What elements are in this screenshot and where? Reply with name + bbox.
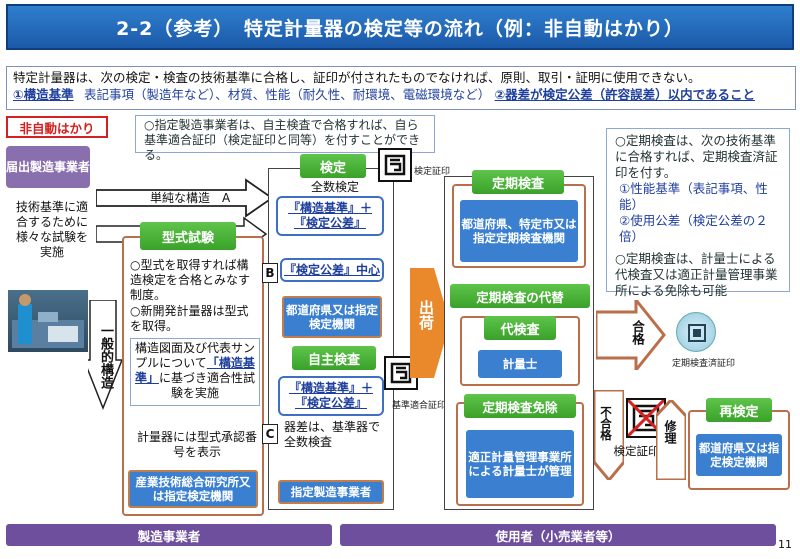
exempt-label: 定期検査免除 <box>464 394 576 418</box>
type-test-structure-standard: 「構造基準」 <box>134 356 255 385</box>
maker-bar: 製造事業者 <box>6 524 332 546</box>
right-note-p3: ②使用公差（検定公差の２倍） <box>619 213 768 244</box>
type-test-p4: 計量器には型式承認番号を表示 <box>136 430 257 459</box>
right-note-p2: ①性能基準（表記事項、性能） <box>619 181 768 212</box>
right-note-p1: ○定期検査は、次の技術基準に合格すれば、定期検査済証印を付す。 <box>615 133 778 180</box>
user-bar: 使用者（小売業者等） <box>340 524 776 546</box>
shipping-label: 出荷 <box>417 300 435 330</box>
verification-org: 都道府県又は指定検定機関 <box>282 296 382 338</box>
periodic-substitute-label: 定期検査の代替 <box>450 284 590 308</box>
self-inspection-stamp-icon <box>390 362 412 384</box>
general-structure-label: 一般的構造 <box>98 324 113 389</box>
intro-requirements: 表記事項（製造年など）、材質、性能（耐久性、耐環境、電磁環境など） <box>83 87 491 102</box>
self-inspection-req-box: 『構造基準』＋ 『検定公差』 <box>278 376 384 416</box>
fail-arrow <box>594 390 624 480</box>
self-inspection-req1: 『構造基準』＋ <box>288 381 373 395</box>
reinspection-org: 都道府県又は指定検定機関 <box>696 434 782 476</box>
self-inspection-org: 指定製造事業者 <box>278 480 384 504</box>
right-note: ○定期検査は、次の技術基準に合格すれば、定期検査済証印を付す。 ①性能基準（表記… <box>606 128 790 298</box>
periodic-label: 定期検査 <box>472 170 564 194</box>
verification-label: 検定 <box>300 154 366 178</box>
pass-label: 合格 <box>630 320 645 345</box>
page-number: 11 <box>778 538 792 551</box>
left-description: 技術基準に適合するために様々な試験を実施 <box>15 200 88 259</box>
verification-b-box: 『検定公差』中心 <box>280 258 384 282</box>
general-structure-arrow <box>88 300 122 410</box>
intro-line2: ①構造基準 表記事項（製造年など）、材質、性能（耐久性、耐環境、電磁環境など） … <box>13 86 789 103</box>
verification-stamp <box>378 148 412 182</box>
proxy-label: 代検査 <box>484 316 556 340</box>
intro-structure-standard: ①構造基準 <box>13 87 74 102</box>
exempt-org: 適正計量管理事業所による計量士が管理 <box>466 430 574 498</box>
fail-label: 不合格 <box>599 406 613 441</box>
designated-note: ○指定製造事業者は、自主検査で合格すれば、自ら基準適合証印（検定証印と同等）を付… <box>135 115 435 162</box>
intro-line1: 特定計量器は、次の検定・検査の技術基準に合格し、証印が付されたものでなければ、原… <box>13 70 701 85</box>
simple-structure-label: 単純な構造 A <box>150 191 231 205</box>
verification-req-box: 『構造基準』＋ 『検定公差』 <box>276 196 384 236</box>
periodic-stamp-icon <box>688 324 706 342</box>
intro-box: 特定計量器は、次の検定・検査の技術基準に合格し、証印が付されたものでなければ、原… <box>6 66 796 110</box>
self-inspection-note: 器差は、基準器で全数検査 <box>284 420 381 449</box>
periodic-stamp-label: 定期検査済証印 <box>672 359 736 369</box>
type-test-p3c: に基づき適合性試験を実施 <box>159 371 256 400</box>
type-test-p3a: 構造図面及び代表サンプルについて <box>134 341 255 370</box>
reinspection-label: 再検定 <box>706 398 772 422</box>
type-test-label: 型式試験 <box>140 222 236 250</box>
notified-maker-box: 届出製造事業者 <box>6 146 90 188</box>
factory-photo <box>8 290 88 352</box>
verification-req2: 『検定公差』 <box>293 216 366 230</box>
type-test-p3: 構造図面及び代表サンプルについて「構造基準」に基づき適合性試験を実施 <box>130 338 260 406</box>
type-test-p1: ○型式を取得すれば構造検定を合格とみなす制度。 <box>130 258 251 302</box>
type-test-org: 産業技術総合研究所又は指定検定機関 <box>128 470 258 508</box>
right-note-p4: ○定期検査は、計量士による代検査又は適正計量管理事業所による免除も可能 <box>615 251 778 298</box>
type-test-panel <box>122 236 264 516</box>
periodic-stamp-seal <box>676 312 716 352</box>
non-auto-label: 非自動はかり <box>6 116 108 138</box>
intro-tolerance: ②器差が検定公差（許容誤差）以内であること <box>494 87 756 102</box>
verification-req1: 『構造基準』＋ <box>287 201 372 215</box>
verification-sub: 全数検定 <box>310 180 359 194</box>
verification-b-text: 『検定公差』中心 <box>283 263 380 277</box>
periodic-org: 都道府県、特定市又は指定定期検査機関 <box>460 200 578 262</box>
page-title: 2-2（参考） 特定計量器の検定等の流れ（例：非自動はかり） <box>6 4 794 50</box>
shipping-arrow <box>410 268 450 378</box>
route-b-marker: B <box>262 263 278 283</box>
repair-arrow <box>656 400 686 480</box>
factory-photo-icon <box>12 294 84 348</box>
type-test-p2: ○新開発計量器は型式を取得。 <box>130 304 249 333</box>
repair-label: 修理 <box>663 420 677 444</box>
self-inspection-req2: 『検定公差』 <box>294 396 367 410</box>
self-inspection-label: 自主検査 <box>292 346 376 370</box>
route-c-marker: C <box>262 424 278 444</box>
pass-arrow <box>596 300 666 370</box>
verification-stamp-label: 検定証印 <box>414 167 451 177</box>
self-inspection-stamp-label: 基準適合証印 <box>392 401 447 411</box>
proxy-org: 計量士 <box>478 350 562 378</box>
verification-stamp-icon <box>384 154 406 176</box>
